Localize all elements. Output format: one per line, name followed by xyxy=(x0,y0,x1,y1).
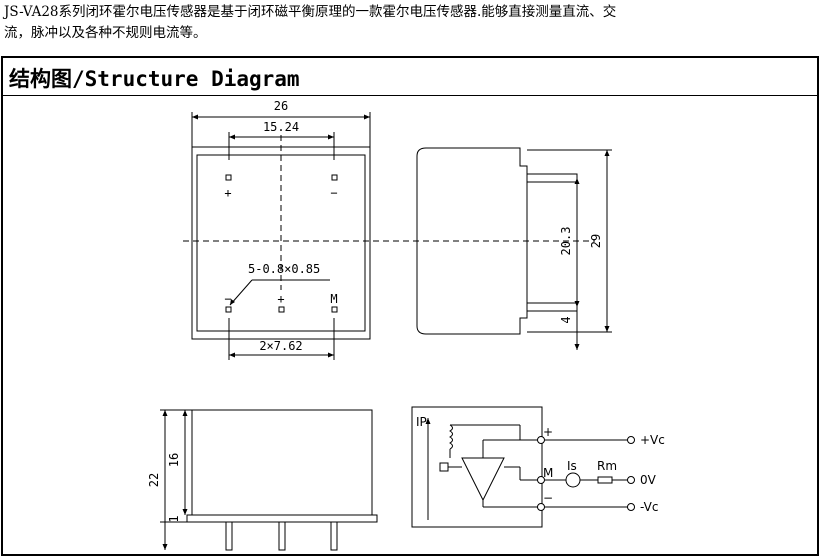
side-pin-top xyxy=(526,173,578,183)
pin-top-left xyxy=(225,174,232,181)
pin-bottom-mid-label: + xyxy=(277,292,284,306)
section-title: 结构图/Structure Diagram xyxy=(9,67,300,91)
pin-bottom-right-label: M xyxy=(330,292,337,306)
dim-1: 1 xyxy=(167,515,181,522)
dim-hole: 5-0.8×0.85 xyxy=(248,262,320,276)
label-is: Is xyxy=(567,459,577,473)
intro-line-2: 流，脉冲以及各种不规则电流等。 xyxy=(4,25,207,41)
terminal-m xyxy=(537,476,545,484)
schematic-box xyxy=(411,406,543,528)
front-pin-2 xyxy=(278,521,286,551)
section-header: 结构图/Structure Diagram xyxy=(3,58,817,96)
pin-top-left-label: + xyxy=(224,186,231,200)
coil xyxy=(449,424,453,450)
pin-bottom-left xyxy=(225,306,232,313)
pin-bottom-left-label: − xyxy=(224,292,231,306)
hole-leader xyxy=(229,279,253,306)
label-m: M xyxy=(543,466,553,480)
front-view-body xyxy=(191,409,373,516)
terminal-plus xyxy=(537,436,545,444)
dim-16: 16 xyxy=(167,453,181,467)
side-pin-bottom xyxy=(526,302,578,312)
dim-203: 20.3 xyxy=(559,227,573,256)
label-rm: Rm xyxy=(597,459,617,473)
dim-4: 4 xyxy=(559,316,573,323)
terminal-minus xyxy=(537,503,545,511)
ammeter xyxy=(565,472,581,488)
out-vc-neg xyxy=(627,503,635,511)
pin-top-right-label: − xyxy=(330,186,337,200)
intro-text: JS-VA28系列闭环霍尔电压传感器是基于闭环磁平衡原理的一款霍尔电压传感器.能… xyxy=(4,2,820,44)
front-pin-1 xyxy=(225,521,233,551)
out-0v xyxy=(627,476,635,484)
dim-22: 22 xyxy=(147,473,161,487)
label-plus: + xyxy=(543,425,553,439)
label-vc-neg: -Vc xyxy=(640,500,658,514)
amplifier xyxy=(461,457,505,502)
pin-top-right xyxy=(331,174,338,181)
label-ip: IP xyxy=(416,415,427,429)
resistor-rm xyxy=(597,476,613,484)
dim-26: 26 xyxy=(274,99,288,113)
dim-29: 29 xyxy=(589,234,603,248)
front-view-base xyxy=(186,514,378,523)
dim-pitch: 2×7.62 xyxy=(259,339,302,353)
side-view-body xyxy=(416,147,528,335)
front-pin-3 xyxy=(330,521,338,551)
out-vc-pos xyxy=(627,436,635,444)
pin-bottom-mid xyxy=(278,306,285,313)
hall-element xyxy=(439,462,449,472)
label-vc-pos: +Vc xyxy=(640,433,665,447)
pin-bottom-right xyxy=(331,306,338,313)
label-0v: 0V xyxy=(640,473,657,487)
structure-frame: 结构图/Structure Diagram xyxy=(1,56,819,556)
intro-line-1: JS-VA28系列闭环霍尔电压传感器是基于闭环磁平衡原理的一款霍尔电压传感器.能… xyxy=(4,4,617,20)
label-minus: − xyxy=(543,491,553,505)
dim-1524: 15.24 xyxy=(263,120,299,134)
